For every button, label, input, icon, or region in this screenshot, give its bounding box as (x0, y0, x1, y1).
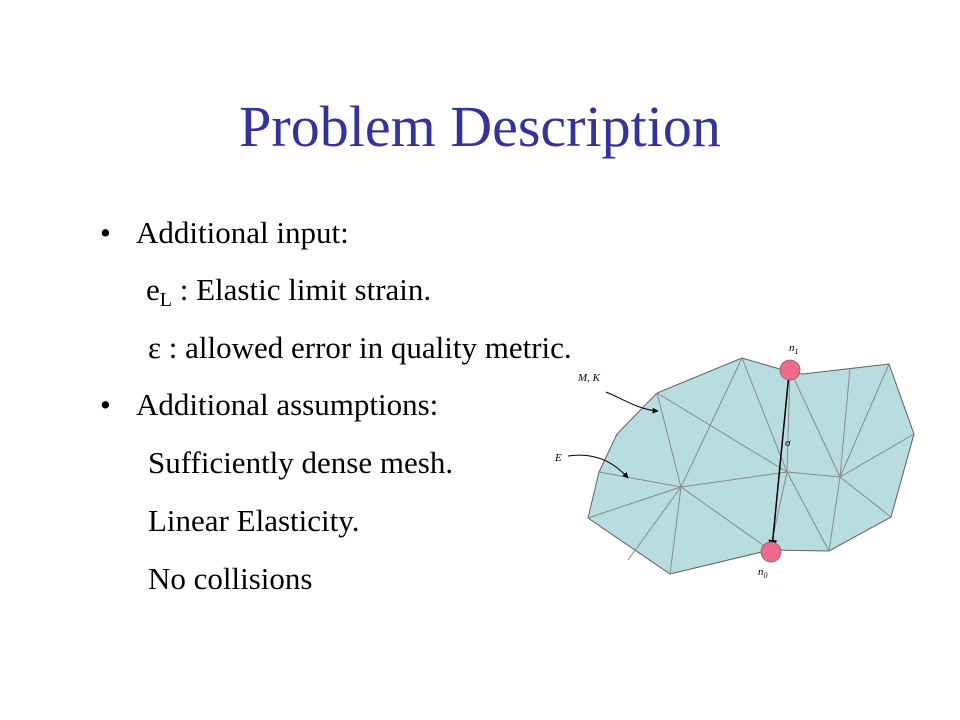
elastic-limit-line: eL : Elastic limit strain. (146, 270, 431, 310)
bullet-additional-input: Additional input: (136, 215, 349, 250)
label-n1: n1 (789, 342, 799, 356)
node-n0 (760, 541, 782, 563)
assumption-dense-mesh: Sufficiently dense mesh. (148, 445, 454, 480)
label-sigma: σ (785, 437, 791, 449)
label-n0: n0 (758, 566, 768, 580)
eps-symbol: ε (148, 330, 162, 365)
el-text: : Elastic limit strain. (171, 272, 432, 307)
bullet-marker: • (100, 215, 111, 250)
el-subscript: L (159, 289, 172, 311)
assumption-linear-elasticity: Linear Elasticity. (148, 503, 360, 538)
bullet-additional-assumptions: Additional assumptions: (136, 387, 439, 422)
sigma-arrow (768, 364, 795, 549)
label-mk: M, K (577, 372, 601, 384)
node-n1 (779, 359, 801, 381)
el-symbol: e (146, 272, 160, 307)
bullet-marker: • (100, 387, 111, 422)
e-pointer-arrow (567, 454, 629, 479)
label-e: E (554, 452, 562, 464)
assumption-no-collisions: No collisions (148, 561, 313, 596)
mk-pointer-arrow (605, 391, 659, 414)
allowed-error-line: ε : allowed error in quality metric. (148, 328, 572, 368)
eps-text: : allowed error in quality metric. (161, 330, 572, 365)
mesh-outline (587, 357, 915, 575)
slide-title: Problem Description (239, 94, 721, 159)
